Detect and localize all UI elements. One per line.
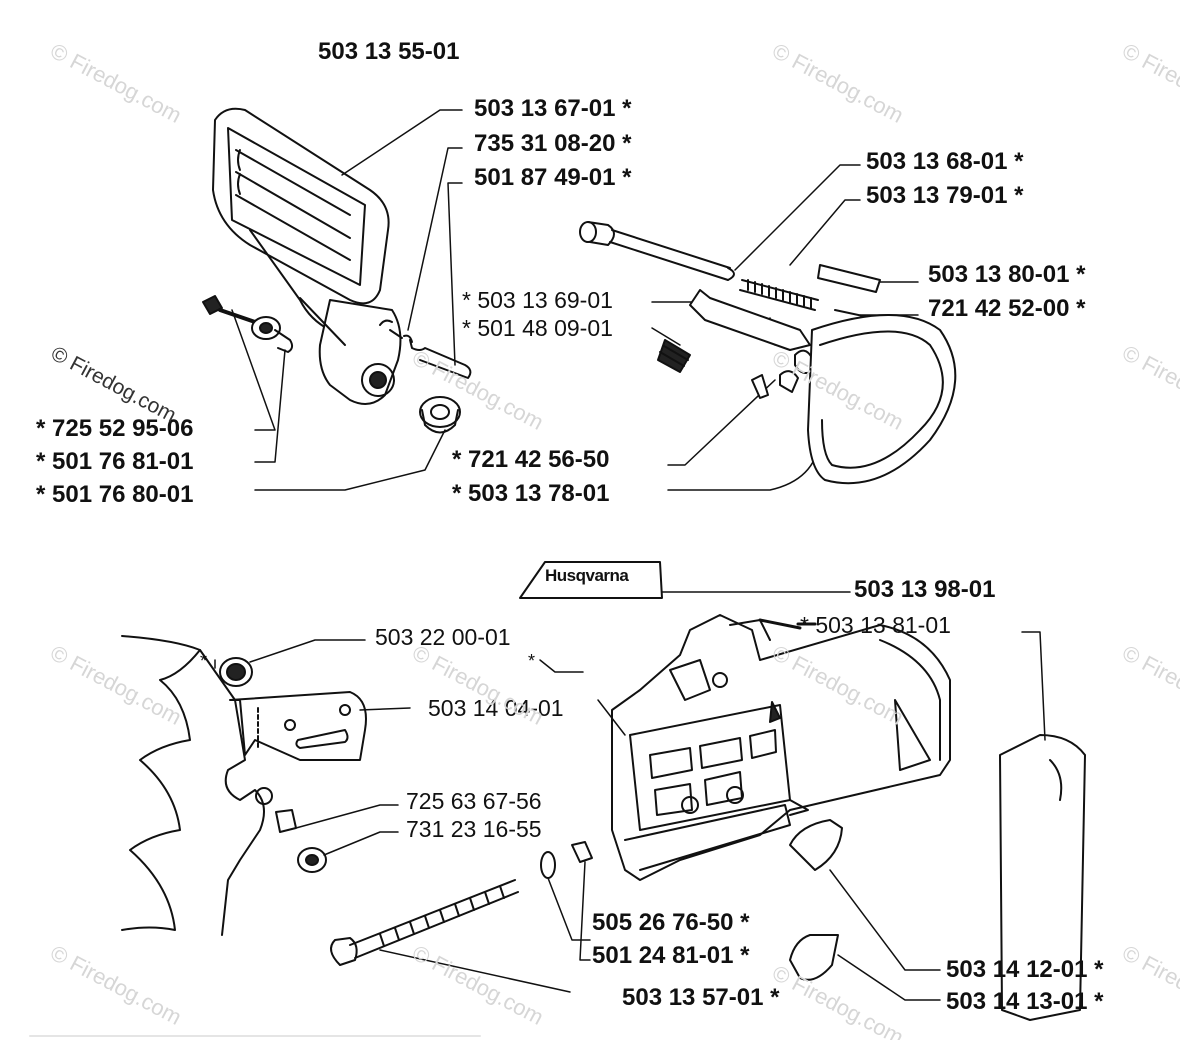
- part-label: * 501 76 80-01: [36, 481, 194, 508]
- part-label: 503 22 00-01: [375, 624, 511, 650]
- part-label: 501 87 49-01 *: [474, 164, 632, 191]
- brake-rod-and-band-drawing: [579, 221, 957, 485]
- part-label: * 501 48 09-01: [462, 315, 613, 341]
- bar-bolt-and-pads-drawing: [330, 819, 843, 981]
- part-label: * 501 76 81-01: [36, 448, 194, 475]
- part-label: 503 13 79-01 *: [866, 182, 1024, 209]
- part-label: * 721 42 56-50: [452, 446, 610, 473]
- guide-plate-drawing: [999, 734, 1086, 1021]
- assembly-label-top-left: 503 13 55-01: [318, 38, 460, 65]
- asterisk-marker: *: [528, 651, 536, 671]
- husqvarna-logo: Husqvarna: [545, 566, 629, 585]
- assembly-label-bottom-right: 503 13 98-01: [854, 576, 996, 603]
- part-label: 503 14 13-01 *: [946, 988, 1104, 1015]
- husqvarna-badge-drawing: [519, 561, 663, 599]
- part-label: * 725 52 95-06: [36, 415, 194, 442]
- leader-lines-bottom-left: [214, 639, 411, 856]
- leader-lines-bottom-right: [379, 591, 1046, 1001]
- asterisk-marker: *: [200, 651, 208, 671]
- clutch-cover-drawing: [611, 614, 951, 881]
- part-label: 501 24 81-01 *: [592, 942, 750, 969]
- part-label: 503 14 04-01: [428, 695, 564, 721]
- part-label: 503 13 68-01 *: [866, 148, 1024, 175]
- part-label: * 503 13 69-01: [462, 287, 613, 313]
- part-label: 503 13 67-01 *: [474, 95, 632, 122]
- part-label: 735 31 08-20 *: [474, 130, 632, 157]
- part-label: 721 42 52-00 *: [928, 295, 1086, 322]
- chain-brake-handle-drawing: [212, 107, 403, 405]
- part-label: * 503 13 81-01: [800, 612, 951, 638]
- handle-bolt-and-bushings: [202, 295, 472, 434]
- part-label-partially-hidden: 503 13 57-01 *: [622, 984, 780, 1011]
- part-label: 505 26 76-50 *: [592, 909, 750, 936]
- part-label: 725 63 67-56: [406, 788, 542, 814]
- part-label: 503 13 80-01 *: [928, 261, 1086, 288]
- part-label: * 503 13 78-01: [452, 480, 610, 507]
- part-label: 731 23 16-55: [406, 816, 542, 842]
- part-label: 503 14 12-01 *: [946, 956, 1104, 983]
- crankcase-fragment-drawing: [121, 635, 367, 936]
